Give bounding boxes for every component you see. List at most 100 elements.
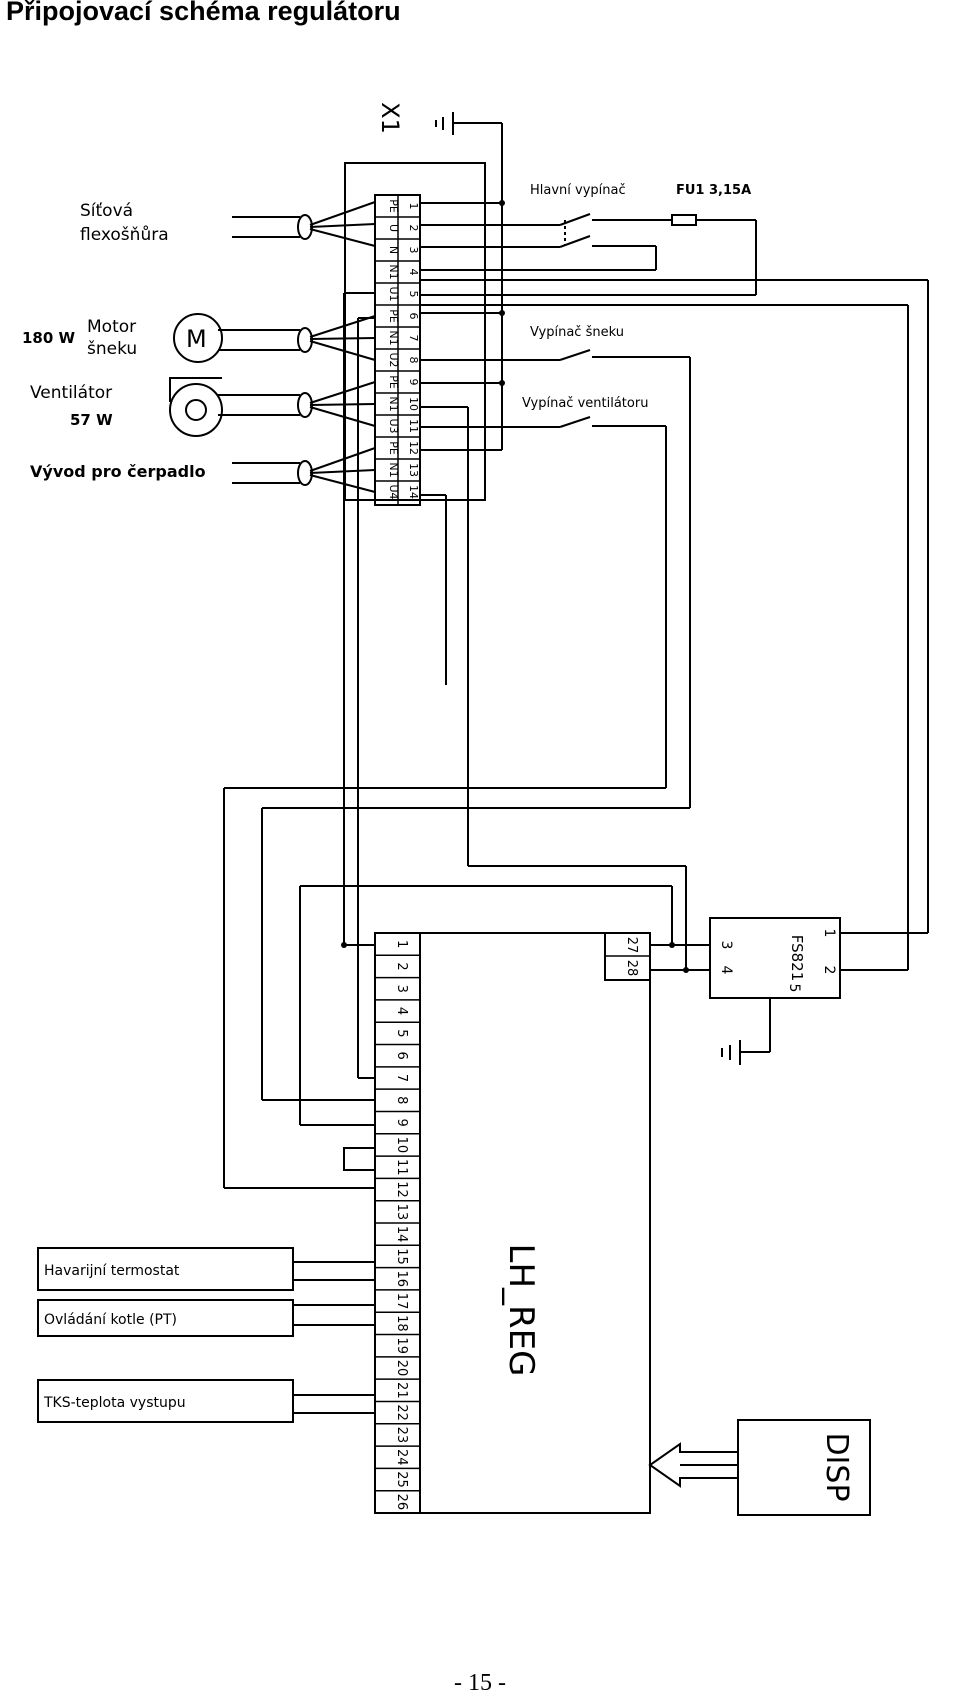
controller-terminal-number: 22 bbox=[394, 1404, 409, 1421]
auger-switch-label: Vypínač šneku bbox=[530, 325, 624, 340]
fan-power-label: 57 W bbox=[70, 411, 113, 429]
x1-terminal-number: 11 bbox=[407, 419, 420, 433]
pump-outlet-label: Vývod pro čerpadlo bbox=[30, 462, 206, 481]
fs821-outline bbox=[709, 917, 841, 999]
controller-terminal-number: 3 bbox=[394, 985, 409, 993]
boiler-control-label: Ovládání kotle (PT) bbox=[44, 1312, 177, 1328]
motor-label-2: šneku bbox=[87, 339, 137, 359]
aux-terminal-number: 27 bbox=[624, 937, 639, 954]
x1-label: X1 bbox=[376, 102, 404, 134]
x1-terminal-signal: PE bbox=[387, 309, 400, 323]
fuse-symbol bbox=[671, 214, 697, 226]
motor-power-label: 180 W bbox=[22, 329, 76, 347]
thermostat-box bbox=[37, 1247, 294, 1291]
x1-terminal-signal: N1 bbox=[387, 330, 400, 345]
controller-terminal-number: 26 bbox=[394, 1494, 409, 1511]
x1-terminal-signal: U4 bbox=[387, 484, 400, 499]
aux-terminal-number: 28 bbox=[624, 960, 639, 977]
controller-terminal-number: 10 bbox=[394, 1137, 409, 1154]
fan-wires bbox=[218, 381, 376, 427]
x1-terminal-number: 3 bbox=[407, 247, 420, 254]
pump-wires bbox=[232, 447, 376, 493]
fs821-pin-number: 1 bbox=[821, 929, 837, 938]
controller-terminal-number: 24 bbox=[394, 1449, 409, 1466]
fs821-pin-number: 4 bbox=[718, 966, 734, 975]
controller-terminal-number: 18 bbox=[394, 1315, 409, 1332]
controller-terminal-number: 15 bbox=[394, 1248, 409, 1265]
controller-terminal-number: 2 bbox=[394, 962, 409, 970]
page-title: Připojovací schéma regulátoru bbox=[6, 0, 401, 26]
x1-terminal-number: 9 bbox=[407, 379, 420, 386]
motor-wires bbox=[218, 315, 376, 361]
x1-terminal-number: 4 bbox=[407, 269, 420, 276]
x1-terminal-signal: U1 bbox=[387, 286, 400, 301]
x1-terminal-number: 1 bbox=[407, 203, 420, 210]
x1-terminal-number: 12 bbox=[407, 441, 420, 455]
x1-terminal-number: 10 bbox=[407, 397, 420, 411]
fs821-pin-number: 3 bbox=[718, 941, 734, 950]
x1-terminal-signal: PE bbox=[387, 441, 400, 455]
controller-terminal-number: 12 bbox=[394, 1181, 409, 1198]
mains-cord-label-2: flexošňůra bbox=[80, 225, 169, 245]
fs821-label: FS821 bbox=[788, 935, 806, 982]
display-label: DISP bbox=[819, 1432, 854, 1501]
thermostat-label: Havarijní termostat bbox=[44, 1263, 180, 1279]
page-number: - 15 - bbox=[454, 1670, 506, 1696]
motor-m-glyph: M bbox=[186, 325, 207, 353]
fan-switch-label: Vypínač ventilátoru bbox=[522, 396, 648, 411]
controller-terminal-number: 6 bbox=[394, 1052, 409, 1060]
controller-terminal-labels: 1234567891011121314151617181920212223242… bbox=[375, 940, 420, 1510]
controller-terminal-number: 7 bbox=[394, 1074, 409, 1082]
fuse-label: FU1 3,15A bbox=[676, 183, 751, 198]
x1-terminal-number: 14 bbox=[407, 485, 420, 499]
x1-terminal-number: 5 bbox=[407, 291, 420, 298]
controller-terminal-number: 1 bbox=[394, 940, 409, 948]
x1-terminal-signal: N1 bbox=[387, 396, 400, 411]
controller-label: LH_REG bbox=[501, 1244, 541, 1377]
controller-terminal-number: 4 bbox=[394, 1007, 409, 1015]
controller-terminal-number: 13 bbox=[394, 1204, 409, 1221]
x1-terminal-signal: U2 bbox=[387, 352, 400, 367]
controller-terminal-number: 17 bbox=[394, 1293, 409, 1310]
fs821-pin-number: 2 bbox=[821, 966, 837, 975]
x1-terminal-number: 6 bbox=[407, 313, 420, 320]
fs821-pin-labels: 1 2 3 4 5 bbox=[718, 929, 837, 993]
controller-terminal-number: 5 bbox=[394, 1029, 409, 1037]
main-switch-label: Hlavní vypínač bbox=[530, 183, 626, 198]
x1-terminal-signal: U bbox=[387, 224, 400, 232]
x1-terminal-number: 7 bbox=[407, 335, 420, 342]
x1-terminal-signal: U3 bbox=[387, 418, 400, 433]
mains-cord-wires bbox=[232, 201, 376, 247]
controller-terminal-number: 19 bbox=[394, 1337, 409, 1354]
controller-terminal-number: 9 bbox=[394, 1118, 409, 1126]
tks-box bbox=[37, 1379, 294, 1423]
x1-terminal-signal: N bbox=[387, 246, 400, 254]
fan-label: Ventilátor bbox=[30, 383, 112, 403]
x1-terminal-number: 2 bbox=[407, 225, 420, 232]
fs821-pin-number: 5 bbox=[786, 984, 802, 993]
x1-terminal-signal: PE bbox=[387, 375, 400, 389]
boiler-control-box bbox=[37, 1299, 294, 1337]
controller-terminal-number: 8 bbox=[394, 1096, 409, 1104]
controller-terminal-number: 25 bbox=[394, 1471, 409, 1488]
controller-terminal-number: 11 bbox=[394, 1159, 409, 1176]
x1-terminal-signal: PE bbox=[387, 199, 400, 213]
motor-label-1: Motor bbox=[87, 317, 136, 337]
x1-terminal-signal: N1 bbox=[387, 462, 400, 477]
x1-terminal-signal: N1 bbox=[387, 264, 400, 279]
controller-terminal-number: 20 bbox=[394, 1360, 409, 1377]
mains-cord-label-1: Síťová bbox=[80, 201, 133, 221]
fan-symbol bbox=[169, 383, 223, 437]
controller-terminal-number: 23 bbox=[394, 1427, 409, 1444]
tks-label: TKS-teplota vystupu bbox=[43, 1395, 186, 1411]
controller-terminal-number: 16 bbox=[394, 1270, 409, 1287]
x1-terminal-number: 13 bbox=[407, 463, 420, 477]
controller-terminal-number: 21 bbox=[394, 1382, 409, 1399]
display-outline bbox=[737, 1419, 871, 1516]
motor-symbol bbox=[173, 313, 223, 363]
x1-terminal-number: 8 bbox=[407, 357, 420, 364]
controller-terminal-number: 14 bbox=[394, 1226, 409, 1243]
